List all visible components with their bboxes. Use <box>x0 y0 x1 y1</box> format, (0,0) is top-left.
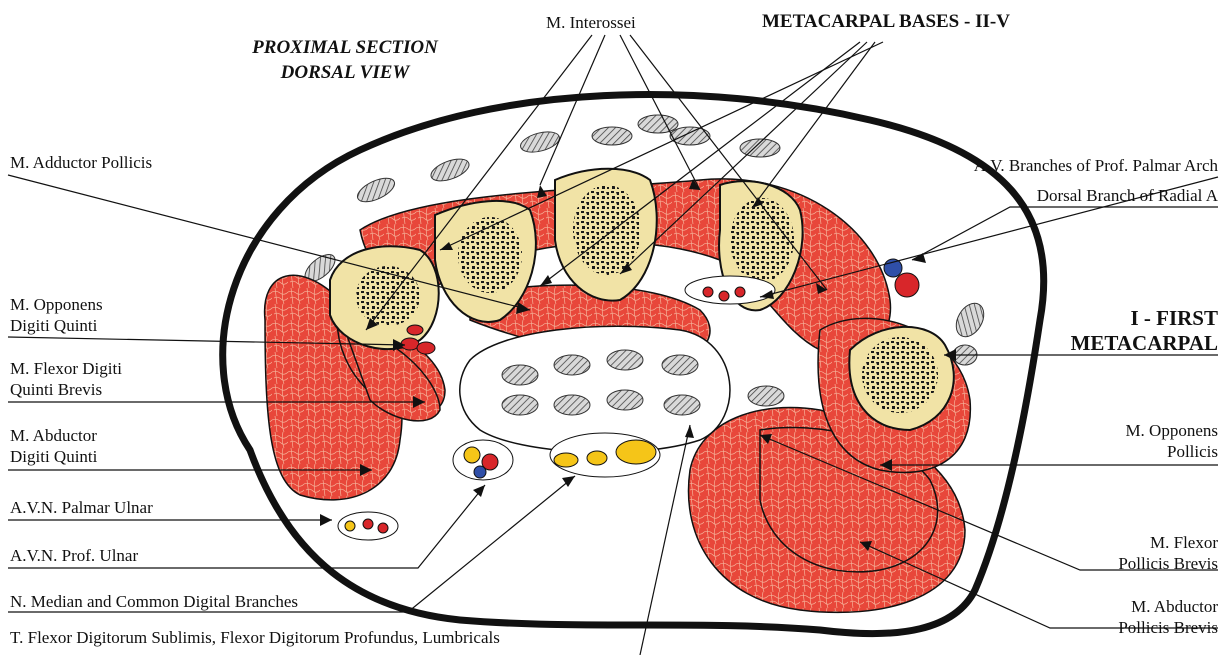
section-title-line2: DORSAL VIEW <box>220 61 470 84</box>
label-first-metacarpal-line2: METACARPAL <box>1071 331 1218 356</box>
label-flexor-dq-line2: Quinti Brevis <box>10 379 102 400</box>
label-avn-prof-ulnar: A.V.N. Prof. Ulnar <box>10 545 138 566</box>
label-flexor-dq-line1: M. Flexor Digiti <box>10 358 122 379</box>
label-dorsal-branch: Dorsal Branch of Radial A <box>1037 185 1218 206</box>
label-interossei: M. Interossei <box>546 12 636 33</box>
label-opponens-pollicis-line1: M. Opponens <box>1125 420 1218 441</box>
label-metacarpal-bases: METACARPAL BASES - II-V <box>762 10 1010 33</box>
label-opponens-dq-line1: M. Opponens <box>10 294 103 315</box>
label-adductor-pollicis: M. Adductor Pollicis <box>10 152 152 173</box>
label-abductor-pollicis-line2: Pollicis Brevis <box>1118 617 1218 638</box>
section-title-line1: PROXIMAL SECTION <box>220 36 470 59</box>
label-flexor-pollicis-line2: Pollicis Brevis <box>1118 553 1218 574</box>
label-flexor-pollicis-line1: M. Flexor <box>1150 532 1218 553</box>
label-av-branches: A.V. Branches of Prof. Palmar Arch <box>974 155 1218 176</box>
label-abductor-pollicis-line1: M. Abductor <box>1131 596 1218 617</box>
label-abductor-dq-line1: M. Abductor <box>10 425 97 446</box>
label-opponens-pollicis-line2: Pollicis <box>1167 441 1218 462</box>
label-abductor-dq-line2: Digiti Quinti <box>10 446 97 467</box>
label-avn-palmar-ulnar: A.V.N. Palmar Ulnar <box>10 497 153 518</box>
label-first-metacarpal-line1: I - FIRST <box>1130 306 1218 331</box>
label-opponens-dq-line2: Digiti Quinti <box>10 315 97 336</box>
label-n-median: N. Median and Common Digital Branches <box>10 591 298 612</box>
label-flexor-tendons: T. Flexor Digitorum Sublimis, Flexor Dig… <box>10 627 500 648</box>
